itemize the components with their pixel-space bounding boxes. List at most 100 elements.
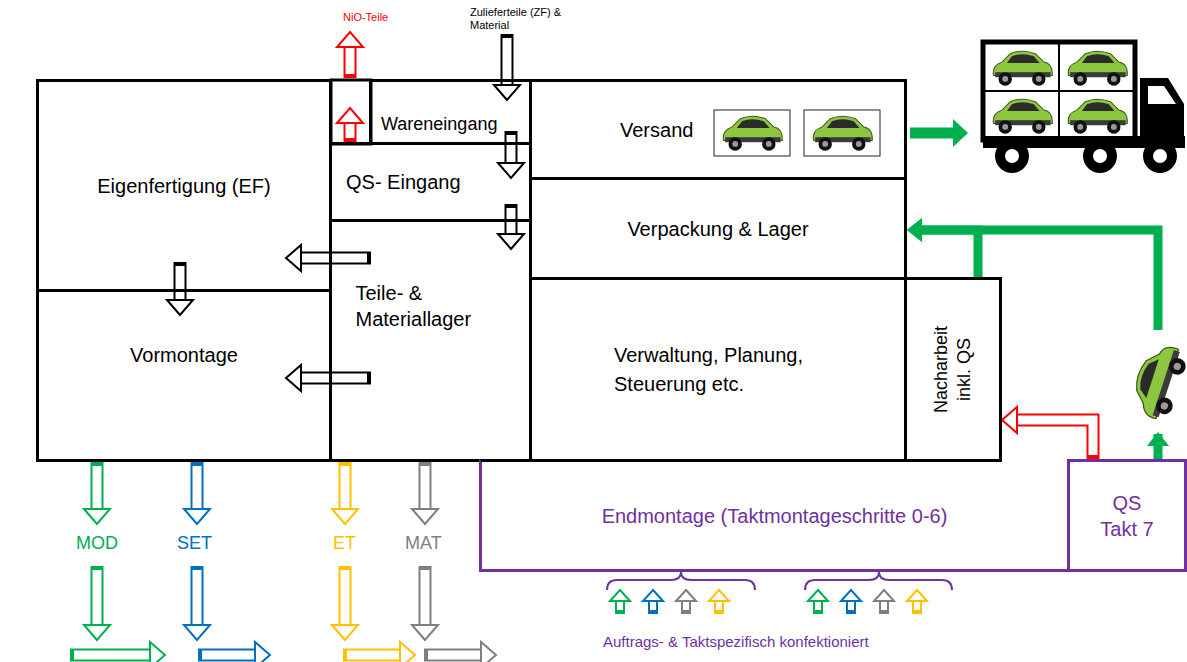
arrow-inner bbox=[346, 123, 355, 138]
arrow-head bbox=[643, 590, 663, 601]
arrow-inner bbox=[914, 601, 920, 610]
premount-area: Vormontage bbox=[36, 289, 332, 462]
arrow-shaft bbox=[301, 372, 371, 385]
arrow-head bbox=[400, 642, 415, 662]
small-box bbox=[331, 80, 371, 144]
arrow-shaft bbox=[344, 47, 357, 78]
arrow-inner bbox=[683, 601, 689, 610]
arrow-head bbox=[1002, 407, 1017, 433]
arrow-shaft bbox=[91, 462, 104, 509]
arrow-head bbox=[907, 218, 922, 242]
arrow-inner bbox=[93, 466, 102, 509]
arrow-inner bbox=[93, 570, 102, 625]
arrow-inner bbox=[347, 651, 400, 660]
shipping-area: Versand bbox=[529, 79, 907, 180]
box-label: QS Takt 7 bbox=[1092, 490, 1162, 542]
arrow-shaft bbox=[879, 601, 889, 614]
arrow-shaft bbox=[301, 252, 371, 265]
arrow-shaft bbox=[615, 601, 625, 614]
arrow-inner bbox=[716, 601, 722, 610]
arrow-head bbox=[412, 625, 438, 640]
arrow-head bbox=[808, 590, 828, 601]
arrow-inner bbox=[650, 601, 656, 610]
arrow-head bbox=[874, 590, 894, 601]
arrow-shaft bbox=[922, 230, 1158, 459]
arrow-head bbox=[84, 625, 110, 640]
arrow-inner bbox=[202, 651, 255, 660]
arrow-inner bbox=[503, 38, 512, 85]
arrow-inner bbox=[341, 466, 350, 509]
arrow-inner bbox=[176, 266, 185, 300]
goods-in-area: Wareneingang bbox=[369, 79, 532, 145]
flow-label: MAT bbox=[405, 533, 442, 554]
flow-arrow bbox=[1002, 407, 1093, 459]
brace bbox=[607, 572, 952, 590]
arrow-inner bbox=[301, 254, 367, 263]
arrow-shaft bbox=[1017, 420, 1093, 459]
inspection-area: QS- Eingang bbox=[329, 142, 532, 222]
arrow-inner bbox=[74, 651, 150, 660]
truck bbox=[983, 42, 1185, 173]
arrow-inner bbox=[341, 570, 350, 625]
arrow-inner bbox=[881, 601, 887, 610]
arrow-shaft bbox=[424, 649, 481, 662]
material-flow-arrows bbox=[70, 32, 968, 662]
box-label: Wareneingang bbox=[381, 113, 497, 136]
flow-label: SET bbox=[177, 533, 212, 554]
arrow-inner bbox=[421, 466, 430, 509]
arrow-shaft bbox=[343, 649, 400, 662]
arrow-shaft bbox=[339, 462, 352, 509]
arrow-head bbox=[494, 85, 520, 100]
flow-arrow bbox=[498, 204, 524, 249]
arrow-head bbox=[907, 590, 927, 601]
arrow-shaft bbox=[419, 566, 432, 625]
arrow-shaft bbox=[505, 131, 518, 163]
arrow-head bbox=[184, 509, 210, 524]
note: Auftrags- & Taktspezifisch konfektionier… bbox=[603, 633, 869, 650]
production-area: Eigenfertigung (EF) bbox=[36, 79, 332, 292]
arrow-head bbox=[953, 119, 968, 147]
arrow-head bbox=[676, 590, 696, 601]
packing-area: Verpackung & Lager bbox=[529, 177, 907, 280]
box-label: Verwaltung, Planung, Steuerung etc. bbox=[614, 341, 829, 399]
arrow-head bbox=[337, 108, 363, 123]
arrow-inner bbox=[617, 601, 623, 610]
arrow-head bbox=[709, 590, 729, 601]
arrow-shaft bbox=[912, 601, 922, 614]
arrow-head bbox=[498, 234, 524, 249]
assembly-line: Endmontage (Taktmontageschritte 0-6) bbox=[479, 459, 1070, 572]
arrow-shaft bbox=[501, 34, 514, 85]
arrow-inner bbox=[507, 135, 516, 163]
arrow-inner bbox=[193, 570, 202, 625]
arrow-head bbox=[184, 625, 210, 640]
arrow-head bbox=[841, 590, 861, 601]
inspection-station: QS Takt 7 bbox=[1067, 459, 1187, 572]
arrow-inner bbox=[815, 601, 821, 610]
box-label: Nacharbeit inkl. QS bbox=[930, 315, 977, 425]
arrow-inner bbox=[193, 466, 202, 509]
arrow-head bbox=[150, 642, 165, 662]
arrow-shaft bbox=[648, 601, 658, 614]
warehouse-area: Teile- & Materiallager bbox=[329, 219, 532, 462]
arrow-head bbox=[84, 509, 110, 524]
arrow-inner bbox=[346, 47, 355, 74]
arrow-head bbox=[167, 300, 193, 315]
arrow-shaft bbox=[910, 128, 953, 139]
arrow-head bbox=[286, 245, 301, 271]
arrow-shaft bbox=[846, 601, 856, 614]
arrow-shaft bbox=[714, 601, 724, 614]
arrow-head bbox=[412, 509, 438, 524]
box-label: Verpackung & Lager bbox=[627, 216, 808, 242]
arrow-head bbox=[498, 163, 524, 178]
office-area: Verwaltung, Planung, Steuerung etc. bbox=[529, 277, 907, 462]
car-icons bbox=[714, 110, 880, 156]
arrow-shaft bbox=[91, 566, 104, 625]
arrow-head bbox=[332, 509, 358, 524]
arrow-shaft bbox=[70, 649, 150, 662]
arrow-shaft bbox=[813, 601, 823, 614]
flow-label: MOD bbox=[76, 533, 118, 554]
flow-label: ET bbox=[333, 533, 356, 554]
rework-area: Nacharbeit inkl. QS bbox=[904, 277, 1002, 462]
